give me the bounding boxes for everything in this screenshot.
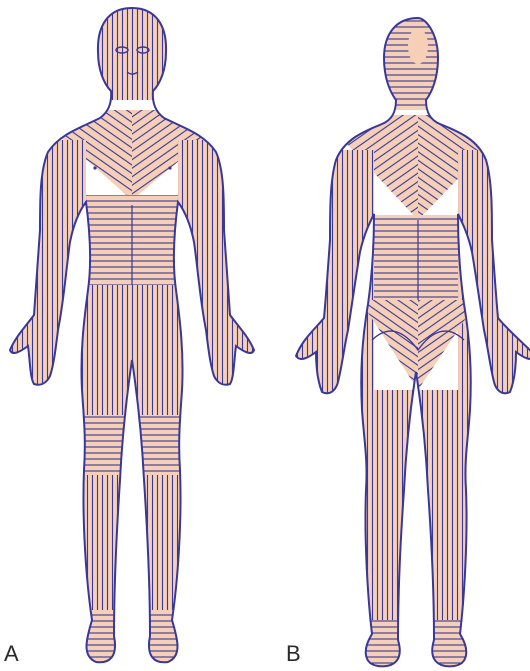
anterior-figure [0, 0, 268, 671]
posterior-figure [290, 10, 530, 670]
panel-label-a: A [4, 643, 19, 665]
panel-label-b: B [286, 643, 301, 665]
